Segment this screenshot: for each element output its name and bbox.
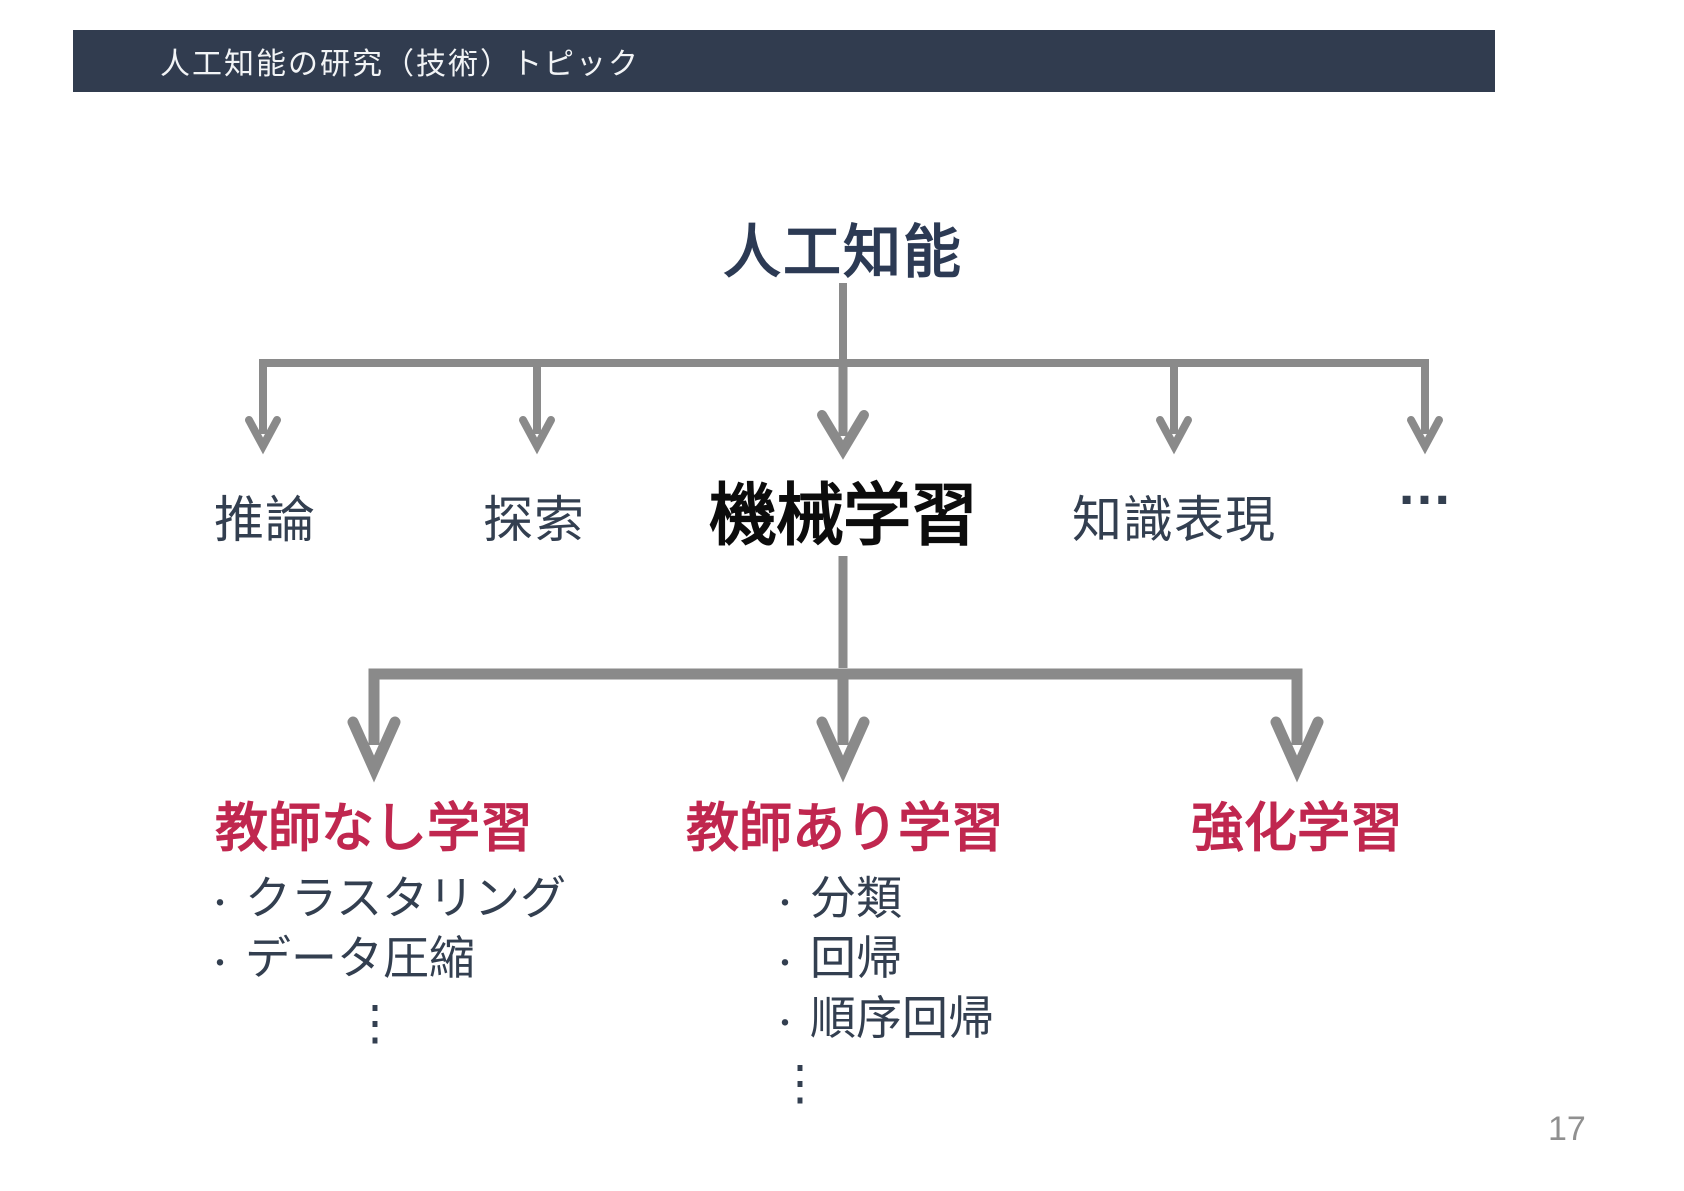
tree-connector-top (245, 283, 1443, 460)
arrowhead-icon (1407, 416, 1443, 455)
bullet-icon: ・ (770, 1008, 800, 1041)
list-item: ・ データ圧縮 (205, 922, 566, 984)
node-machine-learning: 機械学習 (708, 478, 978, 554)
bullet-icon: ・ (205, 888, 235, 921)
node-inference: 推論 (214, 492, 316, 548)
bullet-icon: ・ (770, 948, 800, 981)
list-item-label: クラスタリング (245, 872, 567, 924)
arrowhead-icon (347, 716, 401, 783)
arrowhead-icon (1156, 416, 1192, 455)
list-item-label: 分類 (810, 872, 902, 924)
arrowhead-icon (519, 416, 555, 455)
node-artificial-intelligence: 人工知能 (722, 220, 964, 285)
arrowhead-icon (817, 410, 869, 460)
tree-connector-mid (347, 556, 1324, 783)
page-number: 17 (1548, 1110, 1586, 1148)
node-knowledge-representation: 知識表現 (1072, 492, 1276, 548)
node-unsupervised-learning: 教師なし学習 (215, 799, 533, 858)
node-search: 探索 (483, 492, 585, 548)
unsupervised-item-list: ・ クラスタリング ・ データ圧縮 (205, 862, 566, 984)
list-item: ・ 順序回帰 (770, 982, 994, 1044)
slide-title-bar: 人工知能の研究（技術）トピック (73, 30, 1495, 92)
list-item-label: データ圧縮 (245, 932, 475, 984)
list-item: ・ クラスタリング (205, 862, 566, 924)
bullet-icon: ・ (770, 888, 800, 921)
more-items-ellipsis: ⋮ (351, 997, 399, 1050)
slide-title: 人工知能の研究（技術）トピック (160, 48, 640, 81)
list-item: ・ 回帰 (770, 922, 994, 984)
list-item: ・ 分類 (770, 862, 994, 924)
more-items-ellipsis: ⋮ (776, 1057, 824, 1110)
arrowhead-icon (816, 716, 870, 783)
node-more-ellipsis: … (1396, 453, 1454, 516)
list-item-label: 回帰 (810, 932, 902, 984)
arrowhead-icon (245, 416, 281, 455)
arrowhead-icon (1270, 716, 1324, 783)
node-supervised-learning: 教師あり学習 (686, 799, 1004, 858)
supervised-item-list: ・ 分類 ・ 回帰 ・ 順序回帰 (770, 862, 994, 1044)
bullet-icon: ・ (205, 948, 235, 981)
list-item-label: 順序回帰 (810, 992, 994, 1044)
node-reinforcement-learning: 強化学習 (1191, 799, 1403, 858)
